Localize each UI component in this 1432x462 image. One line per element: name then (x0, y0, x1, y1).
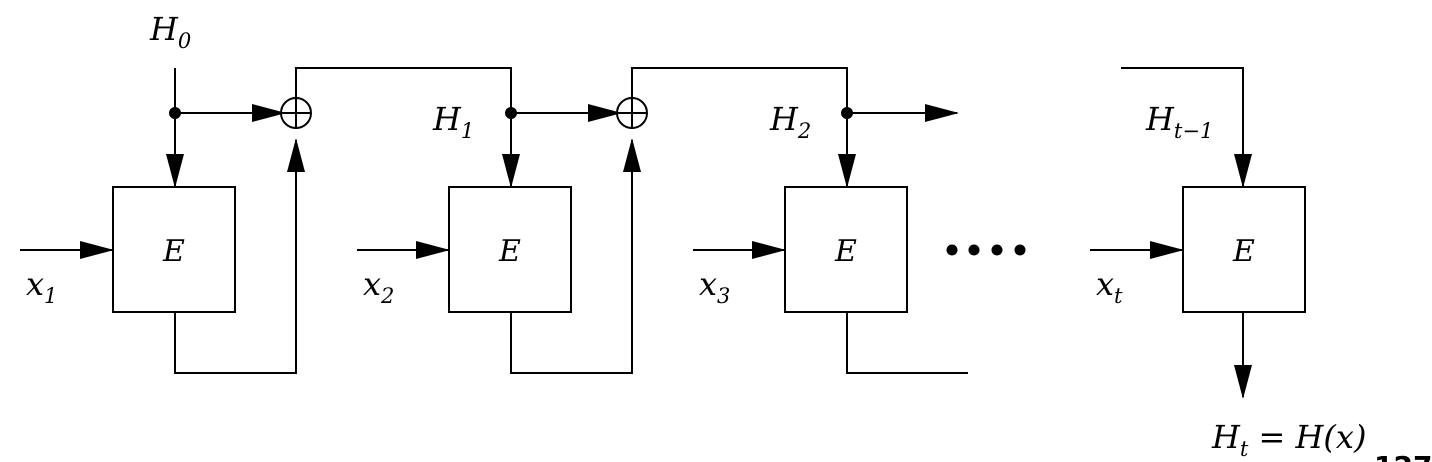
junction-dot-3 (841, 107, 853, 119)
block-label-1: E (162, 234, 185, 269)
encryption-block-2 (448, 186, 572, 313)
block-label-3: E (834, 234, 857, 269)
stage-2: H1 E x2 (357, 67, 848, 374)
encryption-block-final (1182, 186, 1306, 313)
page-number: 127 (1374, 450, 1432, 462)
stage-1: H0 E x1 (20, 10, 512, 374)
x1-label: x1 (26, 265, 57, 308)
ellipsis-dots (946, 244, 1026, 256)
stage-3: H2 E x3 (693, 100, 968, 374)
block-label-2: E (498, 234, 521, 269)
e1-feedforward-arrow (174, 138, 305, 374)
e3-output-line (846, 312, 968, 374)
xor1-to-h1-line (295, 67, 512, 113)
e2-feedforward-arrow (510, 138, 641, 374)
encryption-block-3 (784, 186, 908, 313)
x3-label: x3 (699, 265, 730, 308)
h0-label: H0 (149, 10, 191, 53)
block-label-final: E (1232, 234, 1255, 269)
junction-dot-2 (505, 107, 517, 119)
xor2-to-h2-line (631, 67, 848, 113)
x2-label: x2 (363, 265, 394, 308)
ht1-to-ef-arrow (1121, 67, 1252, 188)
junction-dot-1 (169, 107, 181, 119)
stage-final: Ht−1 E xt Ht = H(x) 127 (1090, 67, 1432, 462)
xt-label: xt (1096, 265, 1123, 308)
output-equation: Ht = H(x) (1211, 418, 1366, 461)
h1-label: H1 (432, 100, 474, 143)
ht1-label: Ht−1 (1145, 100, 1213, 143)
encryption-block-1 (112, 186, 236, 313)
h2-label: H2 (769, 100, 811, 143)
